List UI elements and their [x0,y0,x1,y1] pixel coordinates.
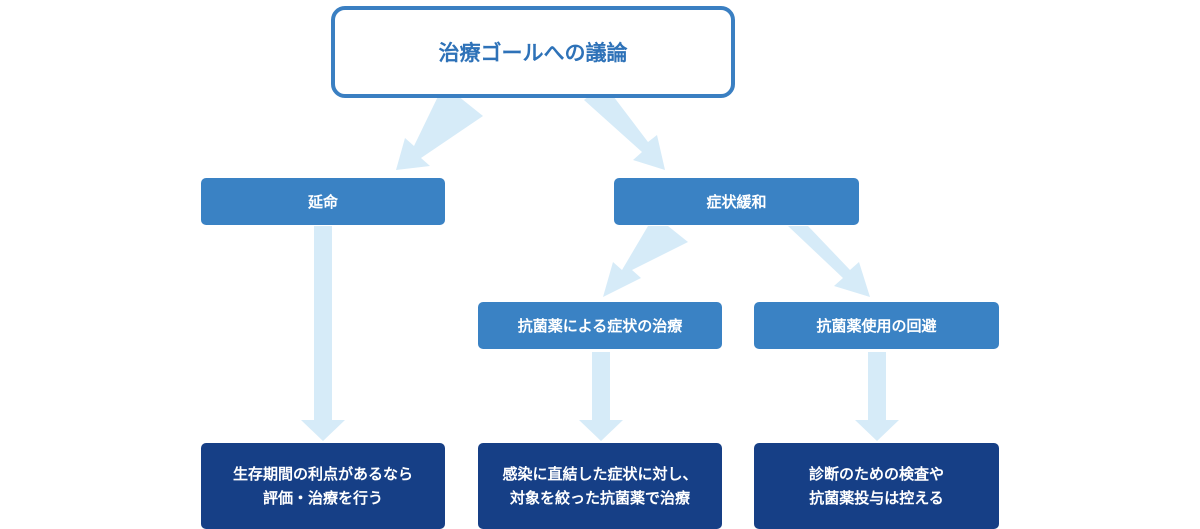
arrow-root-to-lifespan [396,84,483,170]
arrow-lifespan-to-leaf1 [301,226,345,441]
leaf-withhold-testing: 診断のための検査や 抗菌薬投与は控える [754,443,999,529]
root-node: 治療ゴールへの議論 [331,6,735,98]
node-antibiotic-treatment: 抗菌薬による症状の治療 [478,302,722,349]
arrow-treat-to-leaf2 [579,352,623,441]
root-node-label: 治療ゴールへの議論 [438,41,628,65]
leaf-targeted-treatment: 感染に直結した症状に対し、 対象を絞った抗菌薬で治療 [478,443,722,529]
node-lifespan: 延命 [201,178,445,225]
arrow-symptom-to-avoid [788,226,870,297]
leaf-lifespan-line1: 生存期間の利点があるなら [232,465,413,483]
leaf-lifespan-line2: 評価・治療を行う [262,489,383,507]
arrow-root-to-symptom [584,84,665,170]
node-lifespan-label: 延命 [307,193,338,211]
node-symptom-relief-label: 症状緩和 [706,193,767,211]
arrow-avoid-to-leaf3 [855,352,899,441]
arrow-symptom-to-treat [603,226,688,297]
leaf-lifespan: 生存期間の利点があるなら 評価・治療を行う [201,443,445,529]
leaf-targeted-treatment-line1: 感染に直結した症状に対し、 [502,465,698,483]
node-symptom-relief: 症状緩和 [614,178,859,225]
node-antibiotic-avoidance-label: 抗菌薬使用の回避 [816,317,937,335]
leaf-withhold-testing-line2: 抗菌薬投与は控える [809,489,944,507]
leaf-withhold-testing-line1: 診断のための検査や [808,465,944,483]
node-antibiotic-avoidance: 抗菌薬使用の回避 [754,302,999,349]
leaf-targeted-treatment-line2: 対象を絞った抗菌薬で治療 [509,489,690,507]
node-antibiotic-treatment-label: 抗菌薬による症状の治療 [517,317,683,335]
